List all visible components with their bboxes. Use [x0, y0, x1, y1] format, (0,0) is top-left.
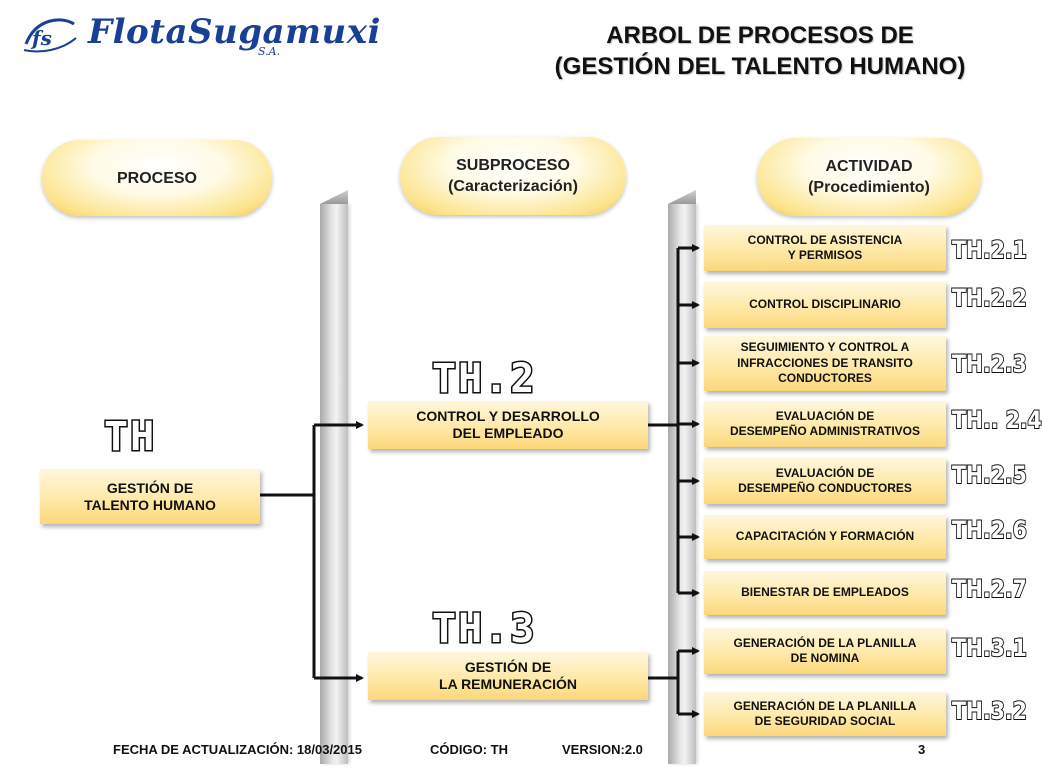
- header-proceso-label: PROCESO: [116, 169, 197, 187]
- logo-mark-text: fs: [30, 26, 52, 50]
- activity-line: DE NOMINA: [790, 651, 860, 665]
- subprocess-th2-line1: CONTROL Y DESARROLLO: [416, 408, 600, 424]
- activity-line: DESEMPEÑO ADMINISTRATIVOS: [729, 424, 920, 438]
- logo-mark-icon: fs: [23, 18, 77, 53]
- activity-code: TH.2.2: [951, 283, 1028, 313]
- activity-code: TH.2.6: [951, 515, 1028, 545]
- page-title: ARBOL DE PROCESOS DE (GESTIÓN DEL TALENT…: [500, 20, 1020, 82]
- activity-line: SEGUIMIENTO Y CONTROL A: [740, 340, 910, 355]
- subprocess-th3-line2: LA REMUNERACIÓN: [439, 676, 577, 692]
- footer-version: VERSION:2.0: [562, 742, 643, 757]
- header-subproceso-line2: (Caracterización): [448, 178, 578, 195]
- vertical-bar-left: [320, 204, 348, 764]
- activity-box: GENERACIÓN DE LA PLANILLA DE SEGURIDAD S…: [704, 692, 946, 736]
- activity-box: EVALUACIÓN DE DESEMPEÑO CONDUCTORES: [704, 458, 946, 504]
- activity-line: DESEMPEÑO CONDUCTORES: [738, 481, 912, 495]
- header-subproceso: SUBPROCESO (Caracterización): [400, 137, 626, 215]
- activity-line: Y PERMISOS: [787, 248, 863, 262]
- subprocess-th2-box: CONTROL Y DESARROLLO DEL EMPLEADO: [368, 401, 648, 449]
- activity-box: EVALUACIÓN DE DESEMPEÑO ADMINISTRATIVOS: [704, 401, 946, 447]
- activity-box: CONTROL DE ASISTENCIA Y PERMISOS: [704, 225, 946, 271]
- vertical-bar-right: [668, 204, 696, 764]
- activity-box: GENERACIÓN DE LA PLANILLA DE NOMINA: [704, 628, 946, 674]
- process-line1: GESTIÓN DE: [106, 479, 194, 496]
- header-proceso: PROCESO: [42, 140, 272, 216]
- activity-box: CONTROL DISCIPLINARIO: [704, 282, 946, 328]
- page-title-line2: (GESTIÓN DEL TALENTO HUMANO): [554, 53, 966, 80]
- activity-code: TH.2.1: [951, 235, 1028, 265]
- header-actividad-line2: (Procedimiento): [808, 179, 930, 196]
- activity-line: CONDUCTORES: [778, 371, 872, 386]
- header-subproceso-line1: SUBPROCESO: [456, 157, 570, 174]
- activity-line: GENERACIÓN DE LA PLANILLA: [733, 698, 917, 713]
- process-box: GESTIÓN DE TALENTO HUMANO: [40, 469, 260, 524]
- activity-line: CONTROL DISCIPLINARIO: [749, 297, 901, 312]
- activity-line: EVALUACIÓN DE: [775, 408, 875, 423]
- subprocess-th2-line2: DEL EMPLEADO: [452, 425, 564, 441]
- logo-suffix: S.A.: [258, 45, 281, 58]
- subprocess-th3-code: TH.3: [430, 605, 537, 654]
- process-line2: TALENTO HUMANO: [84, 496, 216, 513]
- subprocess-th3-box: GESTIÓN DE LA REMUNERACIÓN: [368, 652, 648, 700]
- activity-box: CAPACITACIÓN Y FORMACIÓN: [704, 515, 946, 559]
- activity-line: GENERACIÓN DE LA PLANILLA: [733, 635, 917, 650]
- activity-line: INFRACCIONES DE TRANSITO: [737, 355, 913, 370]
- activity-line: DE SEGURIDAD SOCIAL: [754, 714, 896, 728]
- header-actividad-line1: ACTIVIDAD: [825, 158, 913, 175]
- activity-line: EVALUACIÓN DE: [775, 465, 875, 480]
- activity-box: SEGUIMIENTO Y CONTROL A INFRACCIONES DE …: [704, 336, 946, 391]
- activity-line: CAPACITACIÓN Y FORMACIÓN: [735, 529, 915, 544]
- activity-code: TH.2.3: [951, 349, 1028, 379]
- footer-fecha: FECHA DE ACTUALIZACIÓN: 18/03/2015: [113, 742, 362, 757]
- activity-code: TH.3.1: [951, 633, 1028, 663]
- process-code: TH: [102, 413, 157, 462]
- header-actividad: ACTIVIDAD (Procedimiento): [757, 138, 981, 216]
- subprocess-th2-code: TH.2: [430, 355, 537, 404]
- footer-codigo: CÓDIGO: TH: [430, 742, 508, 757]
- activity-box: BIENESTAR DE EMPLEADOS: [704, 571, 946, 615]
- activity-line: CONTROL DE ASISTENCIA: [747, 232, 903, 247]
- subprocess-th3-line1: GESTIÓN DE: [464, 659, 552, 675]
- activity-code: TH.. 2.4: [951, 405, 1042, 435]
- activity-code: TH.3.2: [951, 696, 1028, 726]
- logo-name: FlotaSugamuxi: [88, 12, 381, 52]
- page-number: 3: [918, 742, 926, 757]
- activity-code: TH.2.7: [951, 574, 1028, 604]
- activity-line: BIENESTAR DE EMPLEADOS: [741, 585, 909, 600]
- page-title-line1: ARBOL DE PROCESOS DE: [606, 22, 914, 49]
- activity-code: TH.2.5: [951, 460, 1028, 490]
